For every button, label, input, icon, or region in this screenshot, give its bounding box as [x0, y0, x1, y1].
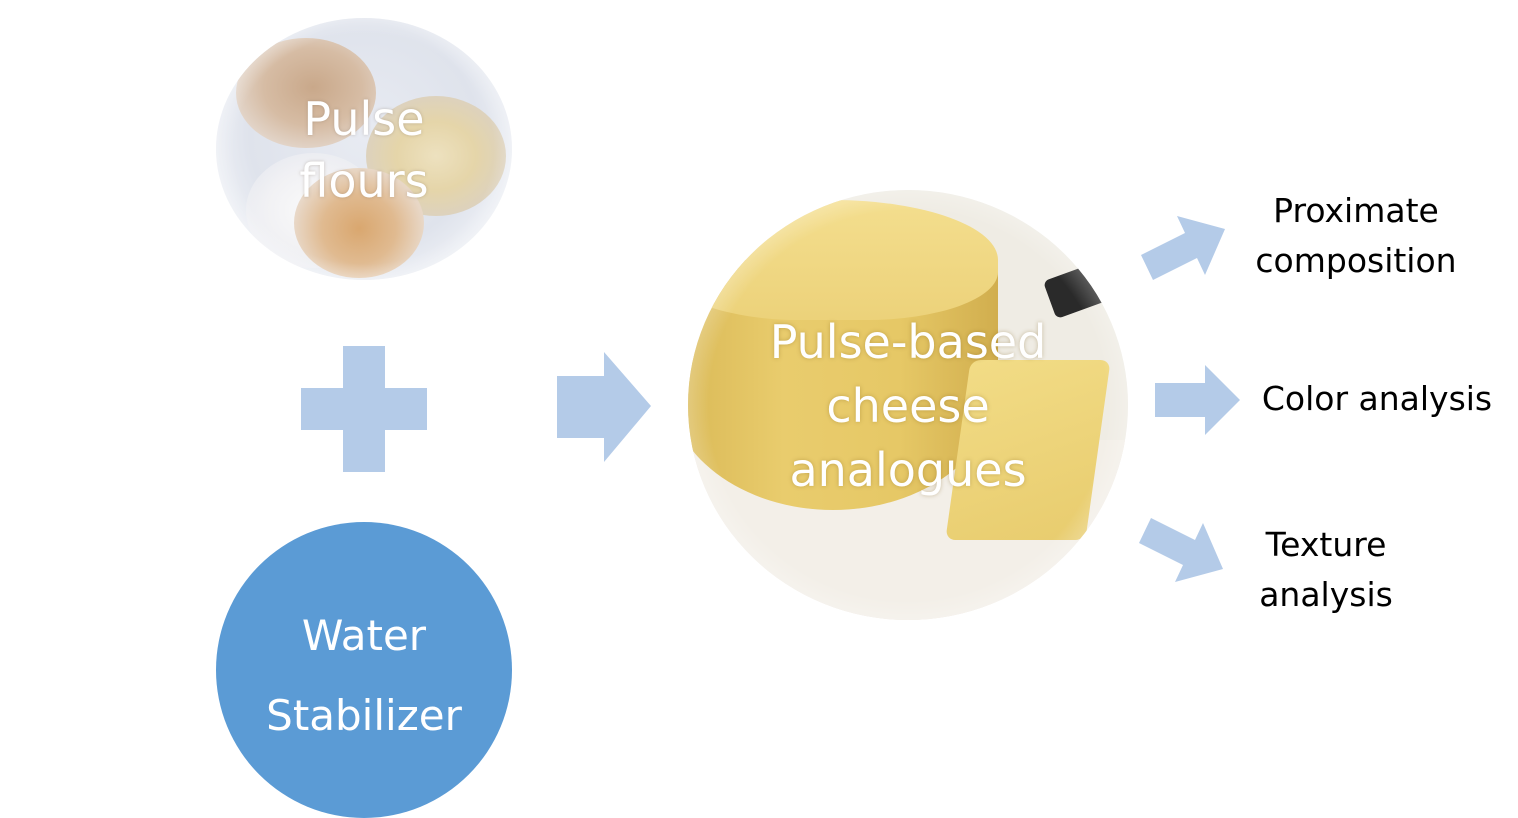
water-stabilizer-label: Water Stabilizer	[216, 596, 512, 756]
vignette	[216, 18, 512, 280]
water-label: Water	[301, 611, 427, 660]
pulse-flours-label: Pulse flours	[216, 88, 512, 212]
color-analysis-label: Color analysis	[1261, 379, 1493, 418]
product-label-line3: analogues	[789, 443, 1027, 497]
water-stabilizer-circle	[216, 522, 512, 818]
texture-analysis-label: Texture analysis	[1240, 520, 1412, 620]
vignette	[688, 190, 1128, 620]
texture-label-line2: analysis	[1259, 575, 1393, 614]
proximate-label-line2: composition	[1255, 241, 1457, 280]
stabilizer-label: Stabilizer	[266, 691, 462, 740]
arrow-to-color-icon	[1155, 365, 1240, 435]
product-label-line1: Pulse-based	[769, 315, 1047, 369]
main-arrow-icon	[557, 352, 651, 462]
cheese-analogue-image	[688, 190, 1128, 620]
pulse-flours-image	[216, 18, 512, 280]
arrow-to-proximate-icon	[1141, 216, 1225, 280]
product-label: Pulse-based cheese analogues	[688, 310, 1128, 502]
texture-label-line1: Texture	[1265, 525, 1387, 564]
product-label-line2: cheese	[826, 379, 990, 433]
arrow-to-texture-icon	[1139, 518, 1223, 582]
proximate-label-line1: Proximate	[1273, 191, 1439, 230]
pulse-flours-label-line1: Pulse	[303, 92, 425, 146]
plus-icon-horizontal-bar	[301, 388, 427, 430]
proximate-composition-label: Proximate composition	[1240, 186, 1472, 286]
pulse-flours-label-line2: flours	[299, 154, 429, 208]
